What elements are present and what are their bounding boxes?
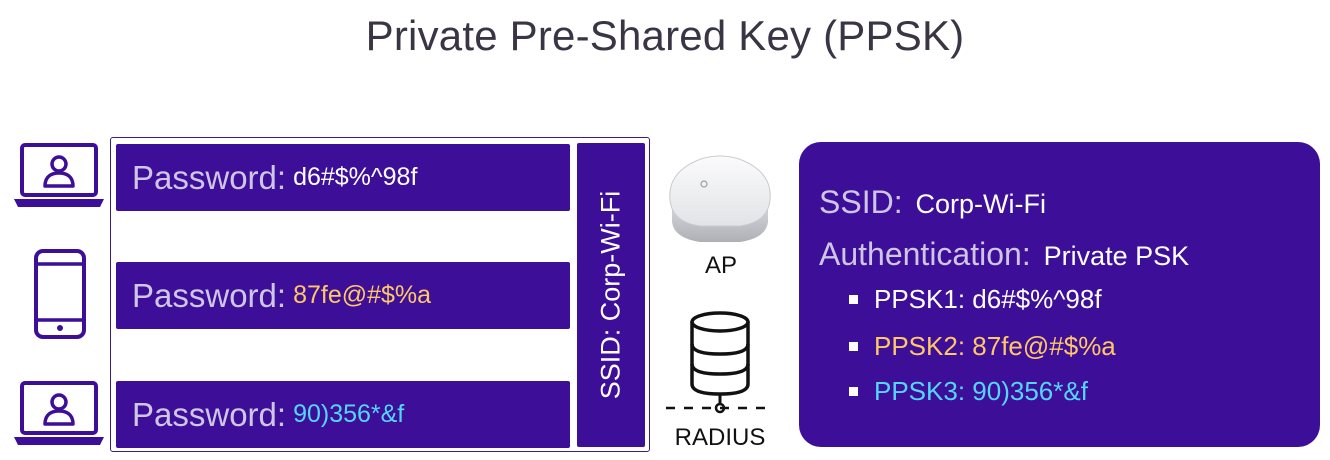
ppsk-key-item: PPSK3: 90)356*&f — [849, 376, 1088, 407]
password-label: Password: — [132, 158, 287, 196]
ppsk-key-text: PPSK3: 90)356*&f — [874, 376, 1088, 406]
ssid-line: SSID: Corp-Wi-Fi — [819, 184, 1046, 221]
password-box: Password: d6#$%^98f — [116, 144, 570, 211]
auth-label: Authentication: — [819, 236, 1031, 272]
password-value: 90)356*&f — [293, 400, 405, 428]
password-box: Password: 90)356*&f — [116, 381, 570, 448]
smartphone-icon — [34, 249, 86, 339]
database-server-icon — [666, 311, 774, 414]
ppsk-key-item: PPSK2: 87fe@#$%a — [849, 331, 1116, 362]
laptop-user-icon — [14, 381, 104, 445]
password-value: d6#$%^98f — [293, 163, 418, 191]
bullet-icon — [849, 342, 858, 351]
password-value: 87fe@#$%a — [293, 281, 432, 309]
bullet-icon — [849, 387, 858, 396]
access-point-icon — [669, 155, 771, 242]
ssid-label: SSID: — [819, 184, 903, 220]
ppsk-key-text: PPSK2: 87fe@#$%a — [874, 331, 1116, 361]
password-label: Password: — [132, 276, 287, 314]
ssid-value: Corp-Wi-Fi — [915, 189, 1046, 219]
ppsk-info-panel: SSID: Corp-Wi-Fi Authentication: Private… — [799, 142, 1320, 447]
radius-label: RADIUS — [674, 424, 766, 451]
auth-line: Authentication: Private PSK — [819, 236, 1189, 273]
password-group-frame — [110, 137, 650, 452]
auth-value: Private PSK — [1043, 241, 1190, 271]
password-box: Password: 87fe@#$%a — [116, 262, 570, 329]
ppsk-key-item: PPSK1: d6#$%^98f — [849, 284, 1102, 315]
ppsk-key-text: PPSK1: d6#$%^98f — [874, 284, 1102, 314]
laptop-user-icon — [14, 143, 104, 207]
bullet-icon — [849, 295, 858, 304]
ap-label: AP — [704, 252, 737, 279]
diagram-title: Private Pre-Shared Key (PPSK) — [365, 12, 965, 59]
ssid-vertical-label: SSID: Corp-Wi-Fi — [595, 190, 626, 400]
password-label: Password: — [132, 395, 287, 433]
ssid-vertical-box: SSID: Corp-Wi-Fi — [577, 143, 645, 447]
